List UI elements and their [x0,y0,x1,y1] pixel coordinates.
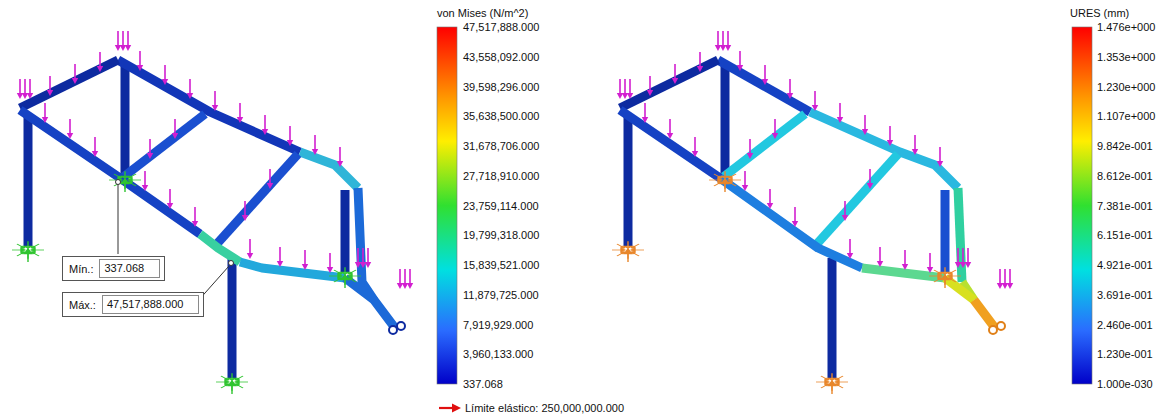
callout-box: Máx.: 47,517,888.000 [62,292,204,317]
callout-label: Mín.: [69,263,93,275]
frame-displacement [620,60,1005,378]
scale-value: 1.230e+000 [1097,80,1155,94]
scale-value: 1.107e+000 [1097,109,1155,123]
scale-value: 35,638,500.000 [463,109,539,123]
color-bar [1072,27,1092,384]
callout-label: Máx.: [69,299,96,311]
scale-value: 1.000e-030 [1097,377,1153,391]
callout-value: 337.068 [99,259,160,278]
scale-value: 15,839,521.000 [463,258,539,272]
scale-value: 31,678,706.000 [463,139,539,153]
scale-value: 337.068 [463,377,503,391]
scale-value: 1.353e+000 [1097,50,1155,64]
scale-value: 23,759,114.000 [463,199,539,213]
load-arrows [17,31,413,289]
scale-value: 27,718,910.000 [463,169,539,183]
leader-line [116,180,234,303]
scale-value: 43,558,092.000 [463,50,539,64]
scale-value: 8.612e-001 [1097,169,1153,183]
scale-value: 7,919,929.000 [463,318,533,332]
callout-value: 47,517,888.000 [102,295,199,314]
fixture-symbol [12,171,361,394]
scale-value: 1.230e-001 [1097,347,1153,361]
scale-value: 7.381e-001 [1097,199,1153,213]
scale-value: 9.842e-001 [1097,139,1153,153]
scale-value: 3.691e-001 [1097,288,1153,302]
scale-value: 1.476e+000 [1097,20,1155,34]
fixture-symbol [612,171,961,394]
scale-value: 11,879,725.000 [463,288,539,302]
yield-arrow [439,404,461,413]
callout-box: Mín.: 337.068 [62,256,165,281]
frame-stress [20,60,405,378]
scale-value: 2.460e-001 [1097,318,1153,332]
load-arrows [617,31,1013,289]
scale-value: 4.921e-001 [1097,258,1153,272]
legend-title: URES (mm) [1070,6,1129,20]
legend-title: von Mises (N/m^2) [437,6,528,20]
scale-value: 3,960,133.000 [463,347,533,361]
scale-value: 39,598,296.000 [463,80,539,94]
color-bar [437,27,457,384]
scale-value: 19,799,318.000 [463,228,539,242]
yield-limit: Límite elástico: 250,000,000.000 [465,401,624,415]
scale-value: 47,517,888.000 [463,20,539,34]
scale-value: 6.151e-001 [1097,228,1153,242]
